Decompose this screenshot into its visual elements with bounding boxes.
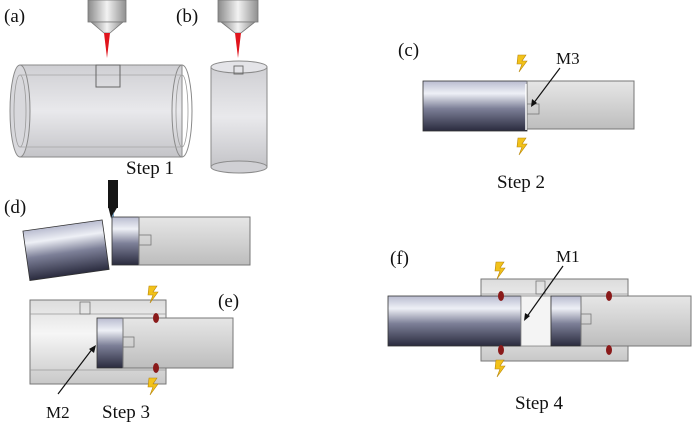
spark-icon-c-bottom <box>516 137 528 156</box>
assembly-f <box>387 278 692 362</box>
rod-c <box>422 80 528 132</box>
panel-label-c: (c) <box>398 40 419 61</box>
weld-hole-f-br <box>606 345 612 355</box>
m2-arrow <box>57 345 96 395</box>
weld-hole-e-top <box>153 313 159 323</box>
laser-nozzle-a <box>87 0 127 58</box>
step3-label: Step 3 <box>102 402 150 423</box>
spark-icon-c-top <box>516 54 528 73</box>
step4-label: Step 4 <box>515 393 564 414</box>
laser-beam-a <box>104 33 110 58</box>
panel-label-f: (f) <box>390 248 409 269</box>
weld-hole-e-bottom <box>153 363 159 373</box>
assembly-c <box>422 80 635 132</box>
laser-beam-b <box>235 33 241 58</box>
tube-a <box>9 64 193 158</box>
tube-e <box>122 317 234 369</box>
tube-f <box>580 295 692 347</box>
cylinder-b <box>210 60 268 174</box>
m3-arrow <box>531 67 561 107</box>
groove-a <box>95 64 121 88</box>
assembly-e <box>29 299 234 385</box>
panel-label-e: (e) <box>218 291 239 312</box>
rod-f-mid <box>550 295 582 347</box>
spark-icon-f-top <box>494 261 506 280</box>
m2-label: M2 <box>46 403 70 422</box>
rod-e <box>96 317 124 369</box>
step2-label: Step 2 <box>497 172 545 193</box>
tilted-rod-d <box>22 219 110 282</box>
step1-label: Step 1 <box>126 158 174 179</box>
spark-icon-f-bottom <box>494 359 506 378</box>
panel-label-b: (b) <box>176 6 198 27</box>
cutting-blade <box>108 180 118 222</box>
m1-arrow <box>524 265 564 321</box>
panel-label-a: (a) <box>4 6 25 27</box>
panel-label-d: (d) <box>4 197 26 218</box>
rod-f-left <box>387 295 522 347</box>
weld-hole-f-tl <box>498 291 504 301</box>
m1-label: M1 <box>556 247 580 266</box>
weld-hole-f-tr <box>606 291 612 301</box>
assembly-d <box>111 216 251 266</box>
laser-nozzle-b <box>217 0 259 58</box>
m3-label: M3 <box>556 49 580 68</box>
tube-c <box>526 80 635 130</box>
groove-b <box>233 65 244 75</box>
weld-hole-f-bl <box>498 345 504 355</box>
